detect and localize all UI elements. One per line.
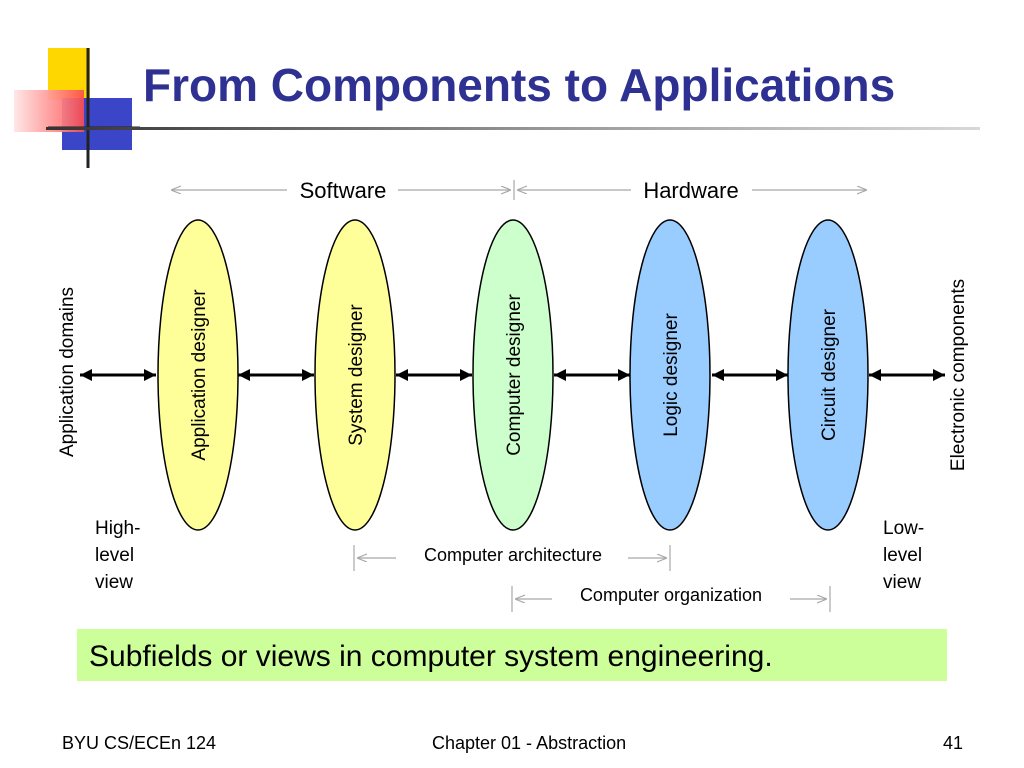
application-designer-label: Application designer: [189, 289, 210, 461]
circuit-designer-label: Circuit designer: [819, 308, 840, 441]
computer-designer-label: Computer designer: [504, 294, 525, 456]
footer-chapter: Chapter 01 - Abstraction: [432, 733, 627, 753]
caption-box: Subfields or views in computer system en…: [77, 629, 947, 681]
software-label: Software: [300, 178, 387, 203]
application-domains-label: Application domains: [57, 287, 78, 457]
slide-title: From Components to Applications: [143, 59, 896, 111]
footer-page-number: 41: [943, 733, 964, 753]
logic-designer-label: Logic designer: [661, 313, 682, 437]
footer-course: BYU CS/ECEn 124: [62, 733, 217, 753]
low-level-line-2: level: [883, 545, 922, 566]
system-designer-label: System designer: [346, 304, 367, 446]
high-level-line-1: High-: [95, 518, 140, 539]
caption-text: Subfields or views in computer system en…: [89, 640, 773, 673]
ellipse-computer-designer: [472, 219, 554, 531]
computer-organization-label: Computer organization: [580, 585, 762, 605]
electronic-components-label: Electronic components: [948, 279, 969, 471]
hardware-label: Hardware: [643, 178, 738, 203]
low-level-line-1: Low-: [883, 518, 924, 539]
computer-architecture-label: Computer architecture: [424, 545, 602, 565]
high-level-line-2: level: [95, 545, 134, 566]
ellipse-system-designer: [314, 219, 396, 531]
low-level-line-3: view: [883, 572, 921, 593]
title-divider: [46, 127, 980, 130]
high-level-line-3: view: [95, 572, 133, 593]
